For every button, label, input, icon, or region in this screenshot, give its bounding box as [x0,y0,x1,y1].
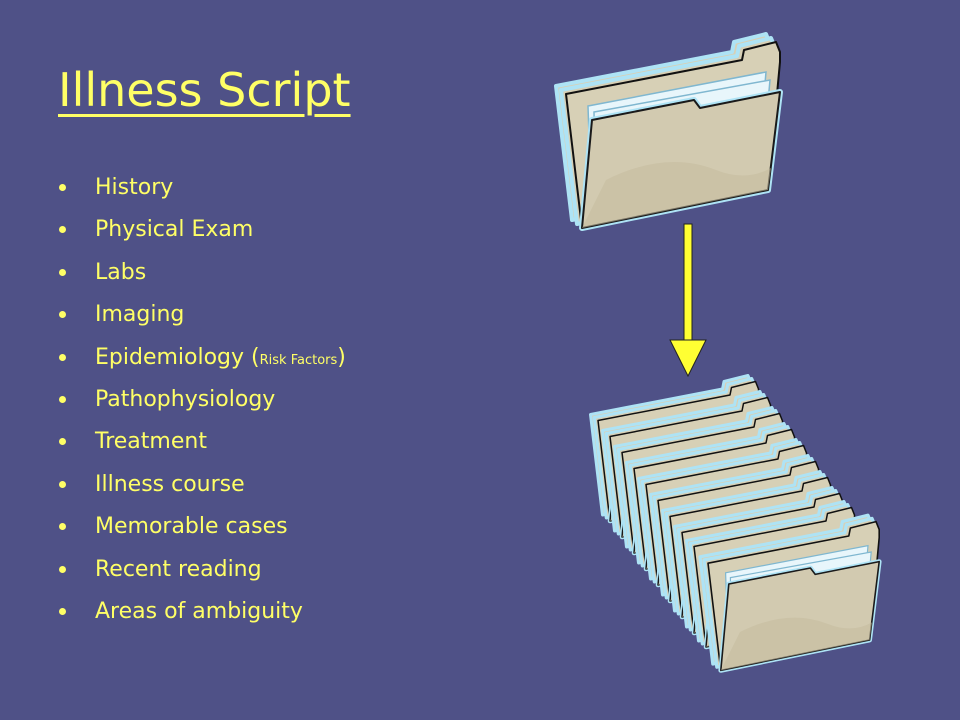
down-arrow-icon [669,223,707,378]
bullet-text: Recent reading [95,556,262,582]
bullet-dot-icon [59,607,66,615]
bullet-subtext: Risk Factors [259,352,338,368]
bullet-item: Illness course [58,465,346,507]
bullet-text: Physical Exam [95,217,254,243]
bullet-item: Memorable cases [58,507,346,549]
bullet-dot-icon [59,311,66,319]
bullet-dot-icon [59,565,66,573]
bullet-item: Imaging [58,295,346,337]
bullet-text: Imaging [95,302,185,328]
bullet-dot-icon [59,353,66,361]
slide-title: Illness Script [58,63,351,117]
bullet-dot-icon [59,523,66,531]
bullet-item: Treatment [58,422,346,464]
bullet-dot-icon [59,184,66,191]
bullet-text: Areas of ambiguity [95,598,303,624]
bullet-text-end: ) [337,344,346,370]
bullet-text: Treatment [95,429,207,455]
folder-icon [556,34,780,228]
bullet-text: History [95,175,174,200]
bullet-text: Epidemiology ( [95,344,260,370]
bullet-text: Pathophysiology [95,386,276,412]
bullet-item: Physical Exam [58,210,346,252]
bullet-list: History Physical Exam Labs Imaging Epide… [58,168,346,634]
bullet-dot-icon [59,395,66,403]
bullet-dot-icon [59,480,66,488]
bullet-item: Pathophysiology [58,380,346,422]
bullet-text: Illness course [95,471,245,497]
bullet-item: Epidemiology (Risk Factors) [58,338,346,380]
bullet-dot-icon [59,268,66,276]
bullet-text: Memorable cases [95,514,288,540]
bullet-item: Labs [58,253,346,295]
folder-stack-icon [591,376,880,671]
bullet-item: Areas of ambiguity [58,592,346,634]
bullet-dot-icon [59,438,66,446]
bullet-item: History [58,168,346,210]
bullet-item: Recent reading [58,550,346,592]
bullet-text: Labs [95,259,147,285]
bullet-dot-icon [59,226,66,234]
